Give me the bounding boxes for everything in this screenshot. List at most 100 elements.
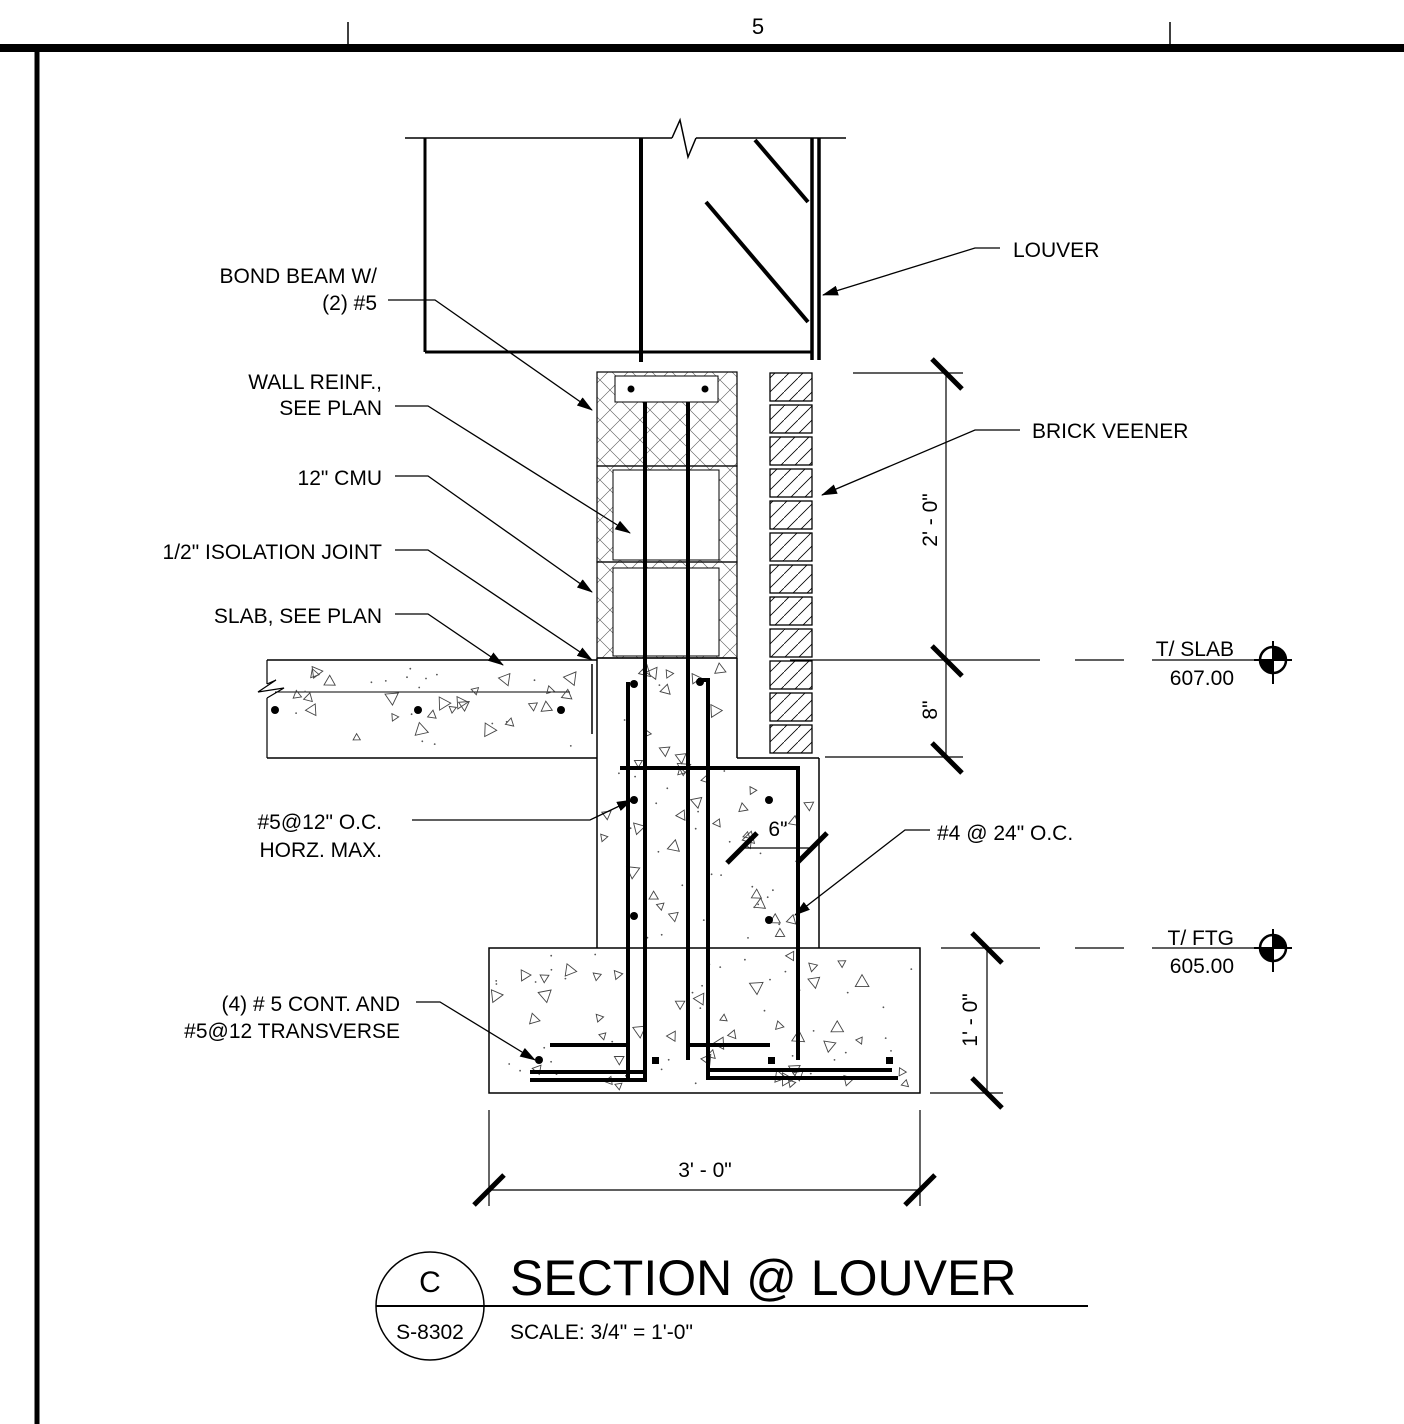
aggregate-mark bbox=[757, 903, 760, 906]
dim-footing-depth: 1' - 0" bbox=[959, 993, 982, 1046]
aggregate-mark bbox=[774, 927, 786, 937]
detail-title: SECTION @ LOUVER bbox=[510, 1250, 1016, 1306]
aggregate-mark bbox=[660, 1068, 663, 1071]
aggregate-mark bbox=[406, 676, 408, 679]
aggregate-mark bbox=[700, 1053, 712, 1066]
aggregate-mark bbox=[728, 840, 731, 843]
louver-label: LOUVER bbox=[1013, 239, 1099, 262]
aggregate-mark bbox=[702, 919, 705, 921]
aggregate-mark bbox=[666, 787, 669, 790]
aggregate-mark bbox=[691, 991, 694, 994]
aggregate-mark bbox=[655, 902, 665, 912]
aggregate-mark bbox=[808, 962, 819, 973]
dowel-label: #4 @ 24" O.C. bbox=[937, 822, 1073, 845]
aggregate-mark bbox=[749, 785, 758, 796]
aggregate-mark bbox=[634, 775, 636, 778]
aggregate-mark bbox=[505, 720, 508, 723]
aggregate-mark bbox=[648, 890, 660, 900]
aggregate-mark bbox=[882, 1006, 885, 1009]
aggregate-mark bbox=[537, 989, 552, 1004]
isolation-joint-label: 1/2" ISOLATION JOINT bbox=[163, 541, 383, 564]
annotations: LOUVER BOND BEAM W/ (2) #5 WALL REINF., … bbox=[163, 239, 1234, 1182]
aggregate-mark bbox=[497, 672, 511, 687]
aggregate-mark bbox=[550, 954, 553, 957]
aggregate-mark bbox=[659, 683, 671, 695]
aggregate-mark bbox=[323, 674, 336, 686]
aggregate-mark bbox=[470, 686, 480, 696]
aggregate-mark bbox=[484, 722, 498, 738]
brick bbox=[769, 532, 813, 562]
aggregate-mark bbox=[611, 1040, 614, 1043]
aggregate-mark bbox=[890, 1050, 892, 1052]
dim-curb-height: 8" bbox=[919, 700, 942, 719]
aggregate-mark bbox=[614, 1082, 623, 1091]
aggregate-mark bbox=[667, 1058, 670, 1061]
concrete-outline bbox=[257, 657, 921, 1094]
rebar-dots bbox=[271, 678, 893, 1064]
aggregate-mark bbox=[774, 1020, 785, 1031]
brick bbox=[769, 436, 813, 466]
aggregate-mark bbox=[714, 662, 727, 674]
aggregate-mark bbox=[710, 873, 713, 876]
aggregate-mark bbox=[352, 732, 362, 741]
aggregate-mark bbox=[519, 1069, 521, 1072]
aggregate-mark bbox=[766, 896, 769, 899]
aggregate-mark bbox=[719, 966, 722, 968]
aggregate-mark bbox=[900, 1078, 910, 1088]
aggregate-mark bbox=[833, 1059, 836, 1061]
aggregate-mark bbox=[560, 688, 573, 700]
aggregate-mark bbox=[540, 700, 554, 712]
aggregate-mark bbox=[426, 709, 437, 719]
dim-dowel-offset: 6" bbox=[768, 818, 787, 841]
aggregate-mark bbox=[295, 712, 297, 714]
leaders bbox=[388, 247, 1020, 1061]
aggregate-mark bbox=[837, 960, 847, 969]
aggregate-mark bbox=[550, 1060, 552, 1063]
aggregate-mark bbox=[569, 745, 572, 747]
aggregate-mark bbox=[456, 695, 469, 710]
aggregate-mark bbox=[495, 983, 498, 985]
grid-label: 5 bbox=[752, 14, 764, 39]
aggregate-mark bbox=[772, 889, 774, 892]
aggregate-mark bbox=[719, 1013, 728, 1022]
aggregate-mark bbox=[534, 981, 537, 983]
aggregate-mark bbox=[701, 984, 703, 987]
aggregate-mark bbox=[410, 713, 413, 716]
aggregate-mark bbox=[710, 703, 724, 719]
aggregate-mark bbox=[490, 989, 504, 1004]
aggregate-mark bbox=[508, 1063, 511, 1065]
aggregate-mark bbox=[595, 1013, 605, 1023]
aggregate-mark bbox=[592, 972, 603, 982]
aggregate-mark bbox=[409, 667, 412, 670]
aggregate-mark bbox=[310, 667, 321, 679]
aggregate-mark bbox=[759, 852, 762, 855]
aggregate-mark bbox=[384, 680, 387, 682]
aggregate-mark bbox=[600, 833, 609, 843]
aggregate-mark bbox=[694, 827, 697, 830]
aggregate-mark bbox=[421, 740, 424, 743]
aggregate-mark bbox=[854, 1036, 863, 1045]
brick-veneer-label: BRICK VEENER bbox=[1032, 420, 1188, 443]
brick bbox=[769, 564, 813, 594]
aggregate-mark bbox=[618, 772, 620, 775]
aggregate-mark bbox=[631, 1025, 647, 1039]
aggregate-mark bbox=[674, 809, 686, 821]
aggregate-mark bbox=[546, 684, 556, 695]
aggregate-mark bbox=[830, 1019, 845, 1033]
aggregate-mark bbox=[594, 953, 597, 956]
aggregate-mark bbox=[384, 692, 400, 706]
aggregate-mark bbox=[803, 801, 815, 812]
footing-bars-label-line2: #5@12 TRANSVERSE bbox=[184, 1020, 400, 1043]
aggregate-mark bbox=[304, 703, 317, 717]
aggregate-mark bbox=[433, 743, 436, 745]
cmu-label: 12" CMU bbox=[298, 467, 382, 490]
elevation-target-slab bbox=[1254, 641, 1292, 684]
cmu-wall bbox=[596, 371, 738, 659]
title-block: C S-8302 SECTION @ LOUVER SCALE: 3/4" = … bbox=[375, 1250, 1088, 1361]
aggregate-mark bbox=[738, 802, 749, 813]
brick bbox=[769, 500, 813, 530]
brick bbox=[769, 692, 813, 722]
aggregate-mark bbox=[763, 1009, 766, 1012]
aggregate-mark bbox=[723, 770, 726, 772]
